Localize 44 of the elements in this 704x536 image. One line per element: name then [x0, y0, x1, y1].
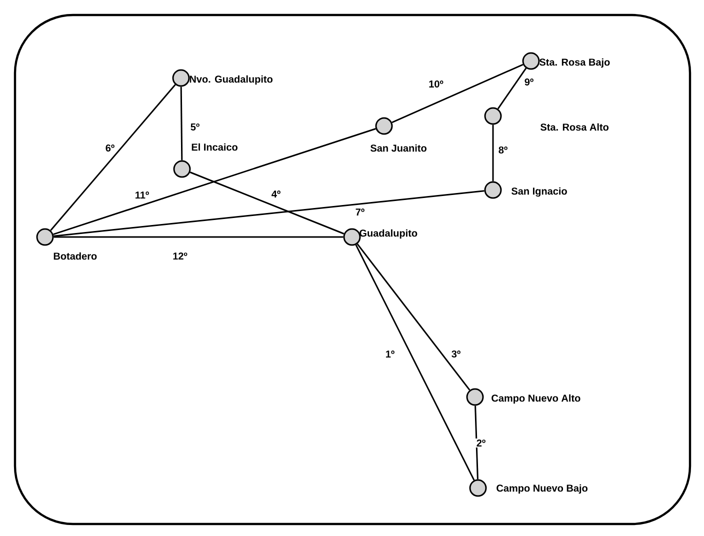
station-label: San Juanito: [370, 144, 426, 152]
edge-label: 11º: [134, 190, 150, 200]
connector-line: [53, 128, 376, 235]
edge-label: 7º: [354, 208, 366, 216]
station-label: Botadero: [54, 252, 97, 260]
edge-label: 4º: [270, 190, 282, 198]
edge-label: 9º: [523, 77, 535, 87]
edge-label: 6º: [104, 143, 116, 153]
station-circle: [484, 181, 502, 199]
station-label: San Ignacio: [512, 187, 567, 197]
connector-line: [50, 84, 176, 231]
connector-line: [355, 244, 475, 481]
station-label: Nvo. Guadalupito: [190, 75, 273, 85]
connector-line: [356, 243, 470, 391]
station-circle: [466, 388, 484, 406]
station-circle: [173, 160, 191, 178]
station-label: Sta. Rosa Bajo: [540, 58, 610, 68]
edge-label: 10º: [428, 79, 444, 89]
connector-line: [392, 64, 524, 124]
station-circle: [522, 52, 540, 70]
station-circle: [36, 228, 54, 246]
station-label: Sta. Rosa Alto: [540, 123, 609, 131]
connector-line: [474, 406, 478, 480]
connector-line: [497, 68, 527, 110]
connector-line: [54, 236, 344, 238]
station-label: El Incaico: [192, 143, 238, 151]
station-circle: [343, 228, 361, 246]
edge-label: 8º: [497, 145, 509, 155]
edge-label: 5º: [189, 122, 201, 132]
station-circle: [172, 69, 190, 87]
connector-line: [180, 86, 183, 160]
station-label: Campo Nuevo Alto: [492, 394, 580, 404]
station-label: Campo Nuevo Bajo: [496, 484, 588, 494]
edge-label: 3º: [450, 349, 462, 359]
connector-line: [492, 124, 494, 182]
station-circle: [484, 107, 502, 125]
edge-label: 2º: [475, 438, 487, 448]
station-circle: [469, 479, 487, 497]
connector-line: [54, 190, 484, 237]
station-label: Guadalupito: [360, 229, 418, 239]
edge-label: 12º: [172, 252, 188, 260]
edge-label: 1º: [384, 350, 396, 358]
station-circle: [375, 117, 393, 135]
connector-line: [190, 172, 344, 234]
